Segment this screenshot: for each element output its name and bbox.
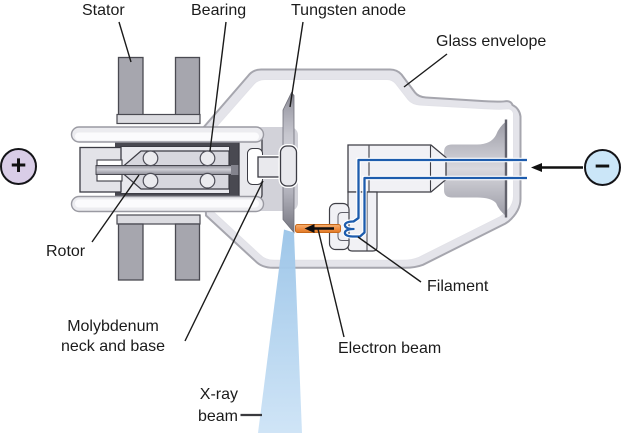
stator-bar [117, 223, 144, 281]
stator-bar [117, 56, 144, 116]
cathode-current-arrow [531, 163, 583, 172]
leader-glass-envelope [403, 53, 448, 88]
bearing-ball [199, 172, 216, 189]
rotor-assembly [79, 135, 244, 205]
negative-terminal: − [584, 149, 621, 186]
leader-molybdenum [184, 180, 264, 342]
label-xray-beam: X-ray beam [170, 384, 238, 428]
bearing-ball [142, 150, 159, 167]
neck-wall-top-highlight [75, 132, 259, 141]
label-filament: Filament [427, 278, 489, 295]
electron-beam [295, 224, 341, 233]
label-molybdenum-line1: Molybdenum [67, 318, 159, 335]
xray-beam-cone [258, 229, 302, 433]
stator-bar [174, 56, 201, 116]
leader-stator [118, 21, 132, 63]
stator-top [116, 56, 201, 125]
stator-band [116, 113, 201, 125]
funnel-shape [444, 121, 506, 216]
positive-terminal: + [0, 148, 37, 185]
filament-coil-wire [343, 158, 527, 238]
plus-icon: + [10, 150, 27, 180]
cathode-funnel [444, 119, 508, 218]
stator-band [116, 214, 201, 225]
stator-bar [174, 223, 201, 281]
label-molybdenum-neck-and-base: Molybdenum neck and base [40, 317, 186, 357]
label-rotor: Rotor [46, 243, 86, 260]
leader-bearing [209, 21, 227, 152]
leader-tungsten-anode [289, 21, 304, 108]
label-tungsten-anode: Tungsten anode [291, 2, 407, 19]
electron-beam-arrow-head [304, 224, 315, 233]
label-molybdenum-line2: neck and base [60, 338, 166, 355]
minus-icon: − [594, 151, 611, 181]
neck-wall-bottom-highlight [75, 199, 259, 208]
label-bearing: Bearing [191, 2, 247, 19]
bearing-ball [199, 150, 216, 167]
leader-rotor [91, 174, 140, 243]
rotor-shaft [95, 165, 241, 175]
label-xray-line2: beam [197, 408, 238, 425]
filament-wires [342, 157, 527, 239]
shaft-end-nub [231, 165, 242, 175]
bearing-ball [142, 172, 159, 189]
leader-filament [357, 236, 422, 283]
anode-hub [278, 144, 299, 188]
label-glass-envelope: Glass envelope [436, 33, 547, 50]
label-stator: Stator [82, 2, 125, 19]
label-electron-beam: Electron beam [338, 340, 442, 357]
leader-lines [91, 21, 448, 417]
arrow-head [531, 163, 542, 172]
label-xray-line1: X-ray [199, 386, 238, 403]
leader-electron-beam [317, 228, 345, 338]
stator-bottom [116, 214, 201, 281]
anode-hub-capsule [279, 145, 298, 187]
